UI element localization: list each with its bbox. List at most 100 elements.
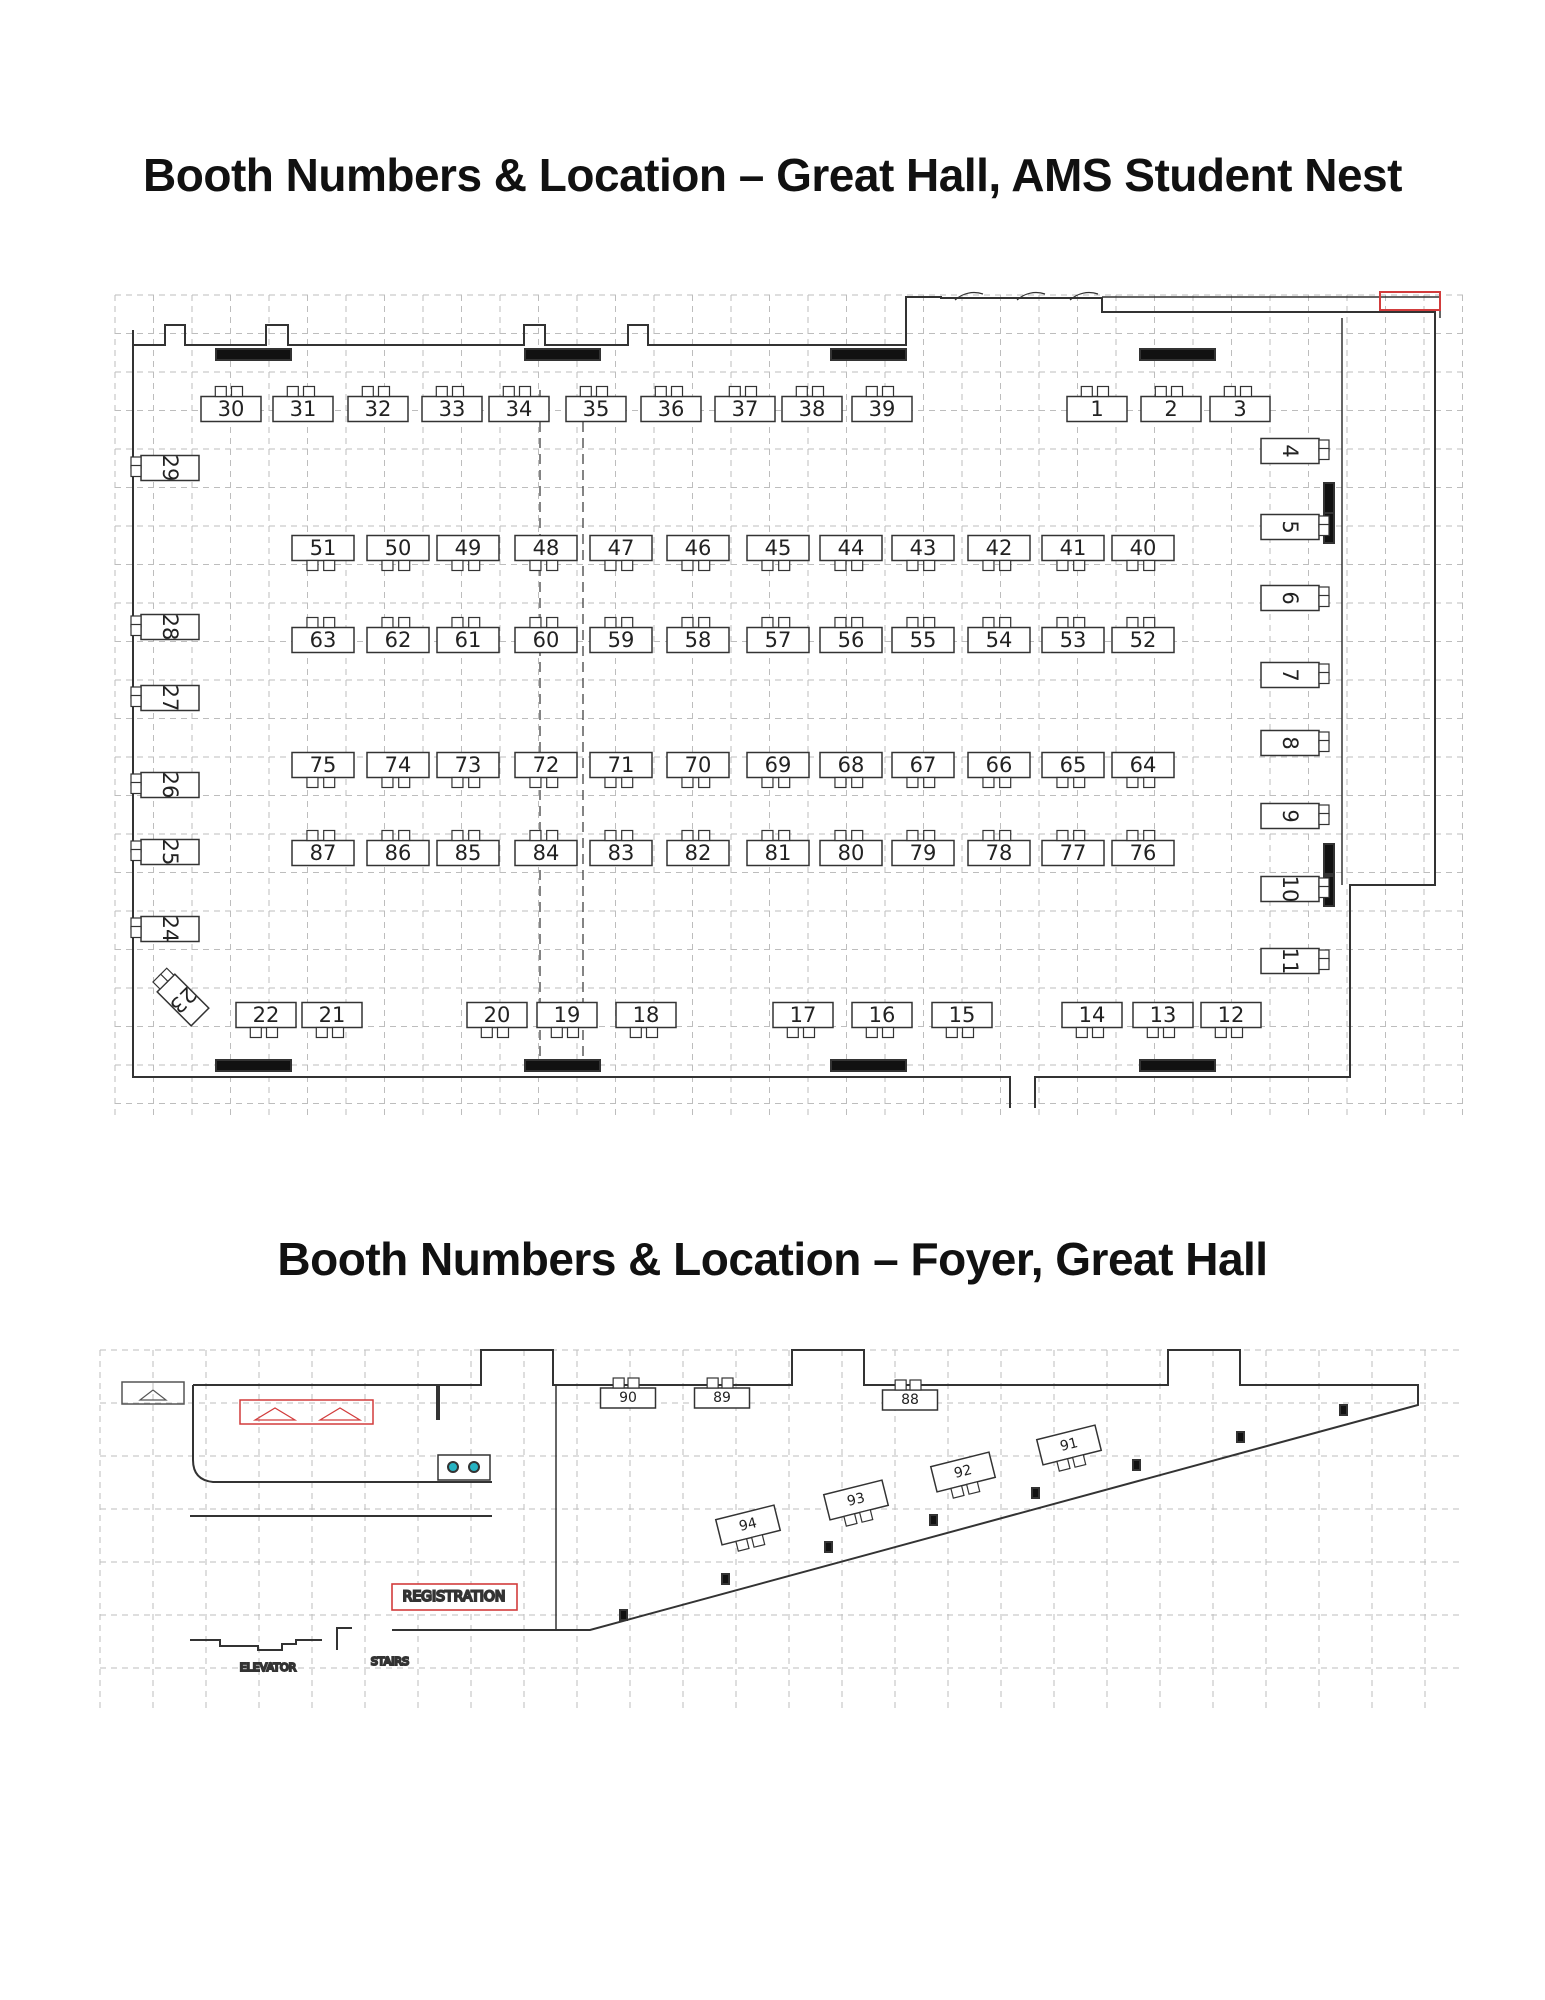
booth-table [819,534,883,562]
booth-29: 29 [130,454,200,482]
pillar [1139,348,1216,361]
booth-27: 27 [130,685,200,711]
booth-chair [451,776,464,789]
booth-chair [670,385,684,398]
booth-91: 91 [1035,1424,1103,1472]
booth-number: 87 [310,841,337,865]
booth-table [1132,1001,1194,1029]
booth-chair [858,1509,874,1523]
booth-67: 67 [891,751,955,789]
booth-70: 70 [666,751,730,789]
booth-chair [361,385,374,398]
booth-table [640,395,702,423]
booth-chair [323,559,336,572]
booth-chair [451,829,464,842]
booth-chair [906,616,919,629]
booth-93: 93 [822,1479,890,1527]
booth-chair [721,1377,734,1389]
booth-number: 33 [439,397,466,421]
booth-chair [130,781,142,795]
booth-77: 77 [1041,829,1105,867]
booth-number: 65 [1060,753,1087,777]
booth-chair [604,559,617,572]
booth-chair [778,829,791,842]
coat-hanger-icon [138,1389,168,1401]
booth-number: 82 [685,841,712,865]
booth-table [891,534,955,562]
booth-number: 91 [1058,1435,1079,1455]
booth-chair [834,616,847,629]
booth-table [488,395,550,423]
booth-chair [851,616,864,629]
booth-number: 35 [583,397,610,421]
booth-48: 48 [514,534,578,572]
booth-chair [795,385,808,398]
booth-chair [130,694,142,708]
booth-chair [286,385,299,398]
booth-9: 9 [1260,802,1330,830]
booth-chair [1056,559,1069,572]
booth-number: 45 [765,536,792,560]
booth-chair [214,385,227,398]
booth-chair [604,616,617,629]
booth-chair [1318,523,1330,537]
booth-chair [851,559,864,572]
booth-number: 77 [1060,841,1087,865]
booth-chair [468,559,481,572]
booth-chair [627,1377,640,1389]
booth-chair [1056,776,1069,789]
coat-hanger-icon [121,1381,185,1405]
booth-chair [306,829,319,842]
booth-table [967,751,1031,779]
pillar [215,348,292,361]
booth-chair [982,616,995,629]
booth-table [1260,513,1320,541]
booth-25: 25 [130,839,200,865]
booth-number: 40 [1130,536,1157,560]
booth-table [200,395,262,423]
booth-60: 60 [514,616,578,654]
booth-table [140,771,200,799]
door-arc [954,291,984,301]
booth-number: 28 [158,614,182,641]
booth-73: 73 [436,751,500,789]
pillar [1132,1459,1141,1471]
booth-chair [480,1026,493,1039]
booth-76: 76 [1111,829,1175,867]
booth-chair [906,776,919,789]
booth-chair [621,776,634,789]
booth-number: 5 [1278,520,1302,533]
booth-30: 30 [200,385,262,423]
booth-chair [881,385,895,398]
booth-table [140,454,200,482]
booth-51: 51 [291,534,355,572]
booth-chair [698,829,711,842]
booth-number: 57 [765,628,792,652]
booth-chair [529,616,542,629]
booth-chair [1073,559,1086,572]
booth-table [1041,626,1105,654]
booth-chair [381,559,394,572]
booth-17: 17 [772,1001,834,1039]
booth-chair [1056,829,1069,842]
booth-16: 16 [851,1001,913,1039]
booth-chair [1143,559,1156,572]
booth-2: 2 [1140,385,1202,423]
sink-icon [447,1461,459,1473]
booth-75: 75 [291,751,355,789]
booth-number: 74 [385,753,412,777]
booth-chair [546,776,559,789]
booth-number: 36 [658,397,685,421]
booth-chair [923,829,936,842]
booth-chair [950,1485,965,1499]
booth-chair [1223,385,1236,398]
booth-chair [435,385,448,398]
booth-38: 38 [781,385,843,423]
booth-chair [1091,1026,1105,1039]
booth-number: 42 [986,536,1013,560]
booth-chair [1239,385,1253,398]
booth-chair [881,1026,895,1039]
booth-8: 8 [1260,729,1330,757]
booth-number: 7 [1278,668,1302,681]
booth-44: 44 [819,534,883,572]
